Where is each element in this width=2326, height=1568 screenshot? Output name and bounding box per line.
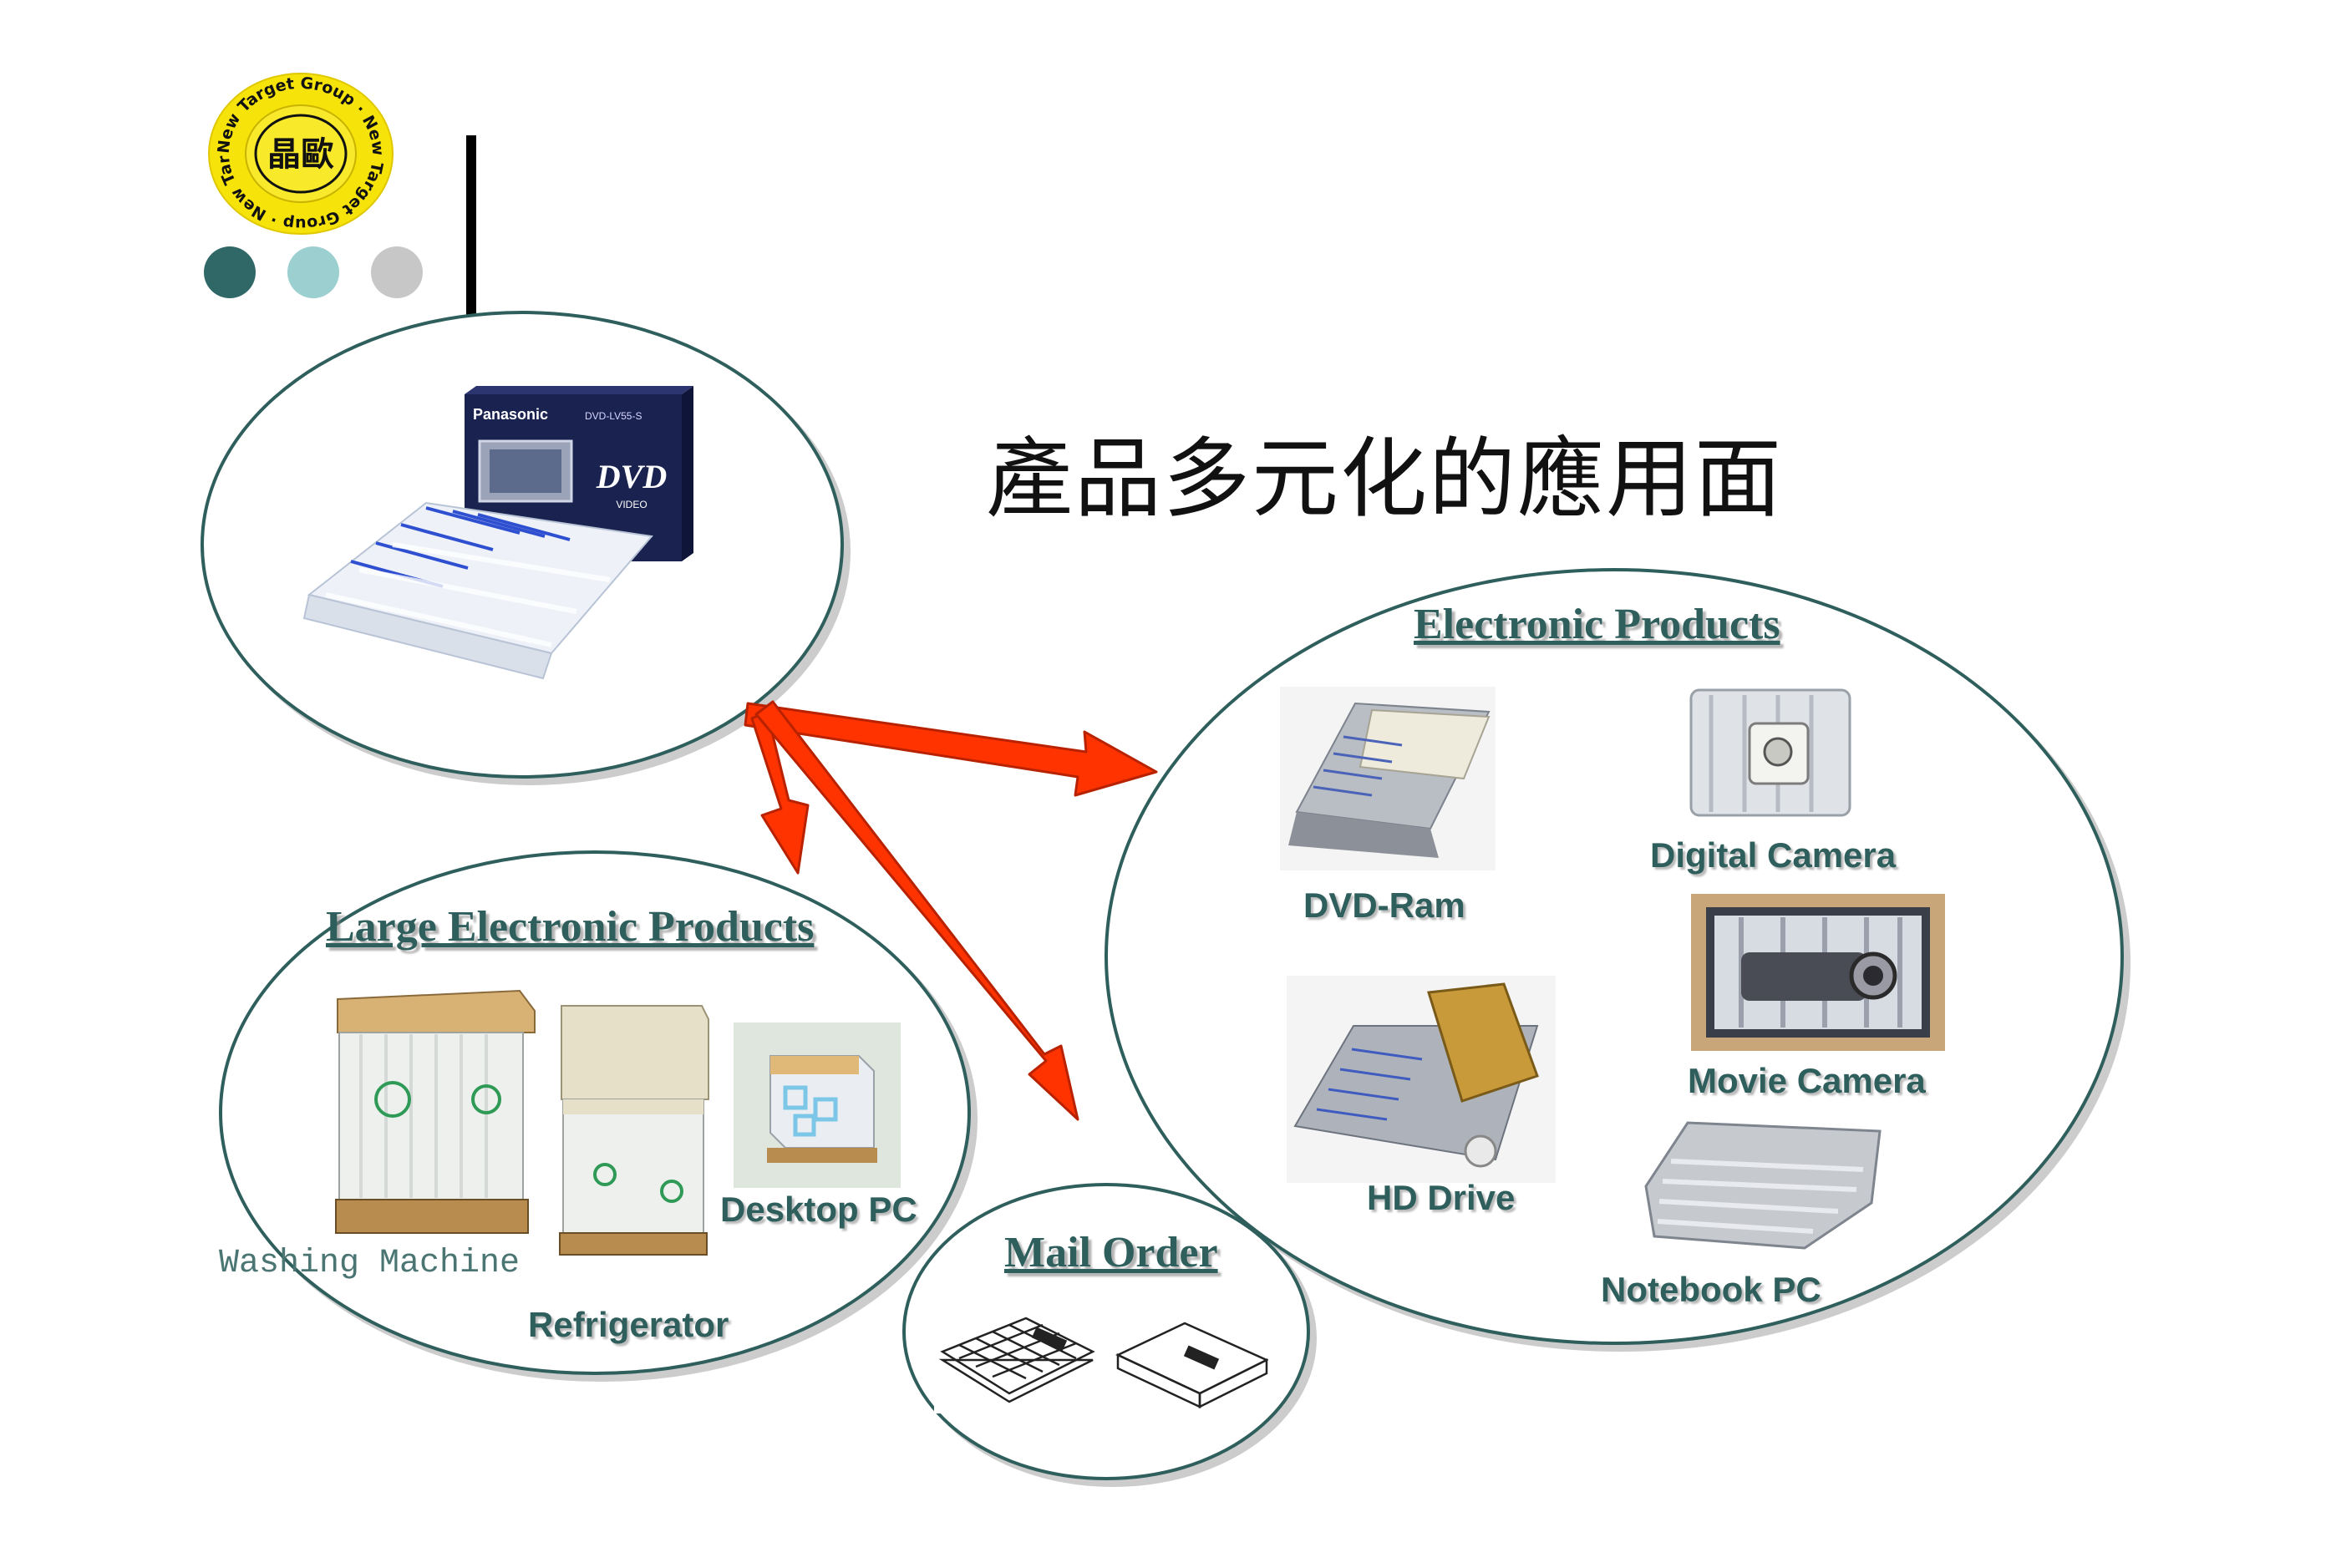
washing-machine-image <box>328 982 536 1238</box>
box-brand: Panasonic <box>473 406 548 423</box>
digital-camera-label: Digital Camera <box>1650 835 1897 875</box>
box-dvd-badge: DVD <box>596 458 667 495</box>
electronic-products-heading: Electronic Products <box>1414 601 1780 648</box>
large-electronic-products-heading: Large Electronic Products <box>326 903 815 951</box>
movie-camera-image <box>1691 894 1945 1051</box>
page-title: 產品多元化的應用面 <box>986 428 1784 530</box>
hd-drive-image <box>1287 976 1556 1183</box>
movie-camera-label: Movie Camera <box>1688 1061 1926 1100</box>
arrow-to-electronic <box>744 702 1158 797</box>
box-dvd-badge-sub: VIDEO <box>616 499 647 510</box>
new-target-group-logo: New Target Group · New Target Group · Ne… <box>207 72 394 235</box>
digital-camera-image <box>1678 678 1863 829</box>
notebook-pc-image <box>1638 1111 1890 1261</box>
dvd-ram-image <box>1280 687 1496 870</box>
notebook-pc-label: Notebook PC <box>1601 1270 1821 1309</box>
electronic-products-ellipse <box>1105 568 2124 1345</box>
arrow-to-large-electronic <box>750 710 810 875</box>
dot-dark-teal <box>204 246 256 298</box>
logo-center-text: 晶歐 <box>267 135 334 174</box>
refrigerator-label: Refrigerator <box>528 1305 729 1344</box>
hd-drive-label: HD Drive <box>1367 1178 1516 1217</box>
vertical-divider <box>466 135 476 317</box>
desktop-pc-image <box>734 1022 901 1188</box>
washing-machine-label: Washing Machine <box>219 1245 521 1282</box>
mail-order-heading: Mail Order <box>1004 1229 1218 1276</box>
refrigerator-image <box>555 999 712 1256</box>
dot-light-teal <box>287 246 339 298</box>
dvd-ram-label: DVD-Ram <box>1303 885 1465 925</box>
box-model: DVD-LV55-S <box>585 410 642 422</box>
desktop-pc-label: Desktop PC <box>720 1190 917 1229</box>
mail-order-packages-image <box>934 1302 1268 1413</box>
dvd-player-package-image: Panasonic DVD-LV55-S DVD VIDEO <box>302 386 693 680</box>
dot-gray <box>371 246 423 298</box>
